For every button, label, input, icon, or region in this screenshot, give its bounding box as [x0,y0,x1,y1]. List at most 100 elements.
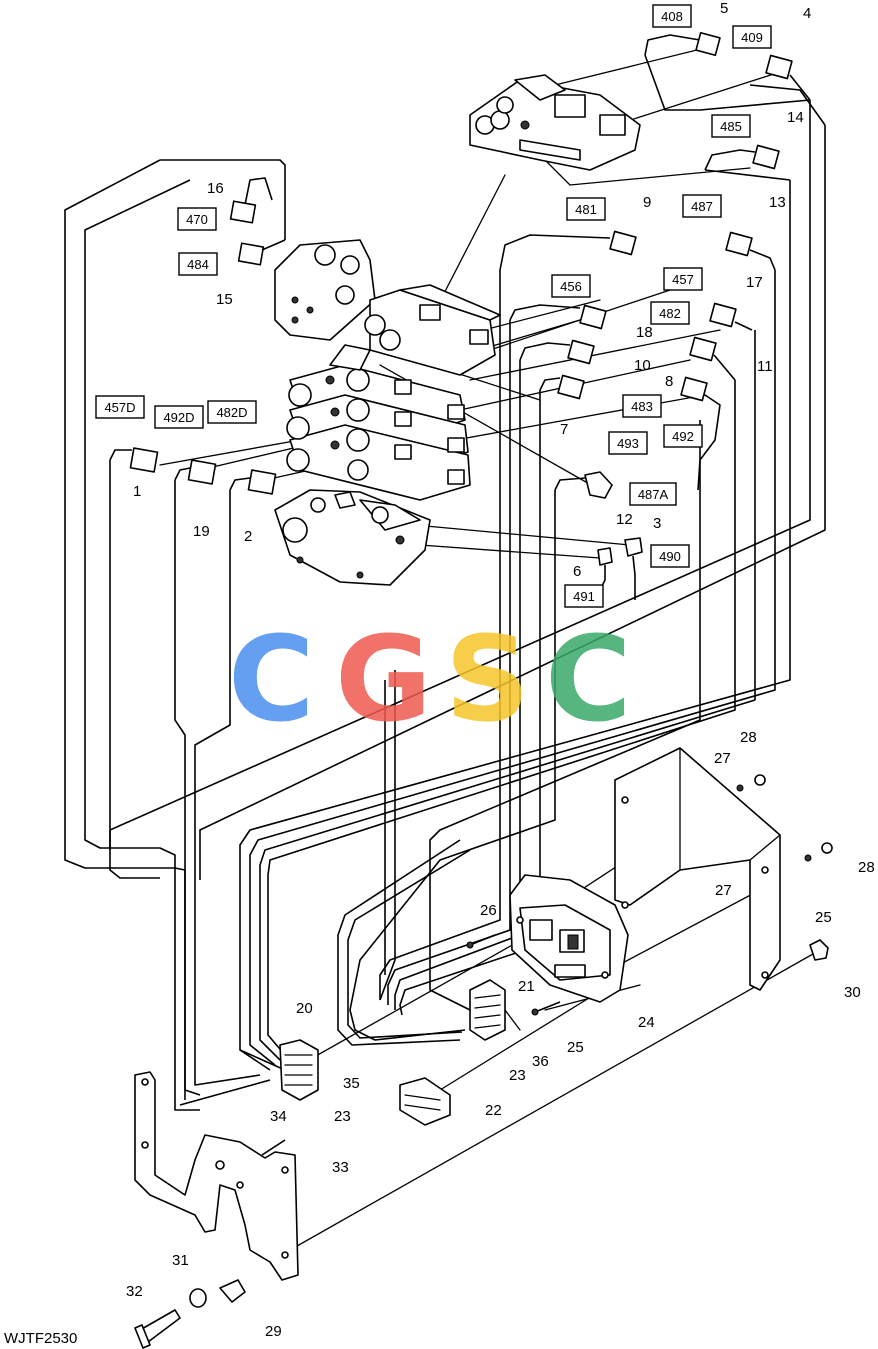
callout-number: 9 [643,194,651,211]
wire-label-frame [207,400,257,424]
callout-number: 4 [803,5,811,22]
wire-label-frame [551,274,591,298]
callout-number: 6 [573,563,581,580]
callout-number: 25 [815,909,832,926]
wire-label-frame [682,194,722,218]
callout-number: 15 [216,291,233,308]
callout-number: 20 [296,1000,313,1017]
callout-number: 34 [270,1108,287,1125]
callout-number: 18 [636,324,653,341]
wire-label-box: 484 [178,252,218,276]
wire-label-text: 487A [638,487,669,502]
wire-label-text: 492 [672,429,694,444]
callout-number: 17 [746,274,763,291]
callout-number: 33 [332,1159,349,1176]
wire-label-text: 482 [659,306,681,321]
wire-label-frame [650,544,690,568]
wire-label-frame [95,395,145,419]
callout-number: 32 [126,1283,143,1300]
wire-label-frame [154,405,204,429]
wire-connectors [109,31,811,600]
callout-number: 1 [133,483,141,500]
wire-label-frame [652,4,692,28]
callout-number: 21 [518,978,535,995]
wire-label-text: 487 [691,199,713,214]
callout-number: 30 [844,984,861,1001]
wire-label-frame [564,584,604,608]
wire-label-text: 490 [659,549,681,564]
wire-label-box: 470 [177,207,217,231]
callout-number: 26 [480,902,497,919]
wire-label-text: 408 [661,9,683,24]
callout-number: 35 [343,1075,360,1092]
wire-label-frame [732,25,772,49]
wire-label-text: 484 [187,257,209,272]
callout-number: 3 [653,515,661,532]
wire-label-box: 457 [663,267,703,291]
callout-number: 2 [244,528,252,545]
wire-label-box: 487 [682,194,722,218]
callout-number: 12 [616,511,633,528]
wire-label-frame [622,394,662,418]
watermark-letter-s: S [445,610,530,748]
cgsc-watermark: C G S C [228,610,632,748]
wire-label-frame [650,301,690,325]
callout-number: 8 [665,373,673,390]
figure-reference-id: WJTF2530 [4,1330,77,1347]
wire-label-box: 490 [650,544,690,568]
wire-label-frame [177,207,217,231]
callout-number: 23 [509,1067,526,1084]
wire-label-box: 485 [711,114,751,138]
wire-label-box: 492 [663,424,703,448]
callout-number: 16 [207,180,224,197]
callout-number: 19 [193,523,210,540]
callout-number: 27 [714,750,731,767]
wire-label-frame [629,482,677,506]
wire-label-box: 456 [551,274,591,298]
callout-number: 7 [560,421,568,438]
wire-label-frame [178,252,218,276]
wire-label-box: 492D [154,405,204,429]
callout-number: 10 [634,357,651,374]
callout-number: 27 [715,882,732,899]
top-valve-block [469,74,641,171]
wire-label-box: 457D [95,395,145,419]
callout-number: 23 [334,1108,351,1125]
wire-label-text: 456 [560,279,582,294]
wire-label-text: 492D [163,410,194,425]
wire-label-text: 481 [575,202,597,217]
wire-label-box: 491 [564,584,604,608]
callout-number: 25 [567,1039,584,1056]
harness-wires [64,54,826,1111]
wire-label-box: 409 [732,25,772,49]
wire-label-text: 482D [216,405,247,420]
callout-number: 5 [720,0,728,17]
callout-number: 28 [858,859,875,876]
callout-number: 24 [638,1014,655,1031]
callout-number: 13 [769,194,786,211]
callout-number: 36 [532,1053,549,1070]
wire-label-text: 491 [573,589,595,604]
wire-label-text: 457D [104,400,135,415]
callout-number: 28 [740,729,757,746]
watermark-letter-c2: C [545,610,632,748]
wire-label-frame [663,424,703,448]
wire-label-box: 482 [650,301,690,325]
wire-label-frame [711,114,751,138]
wire-label-frame [663,267,703,291]
callout-number: 14 [787,109,804,126]
wire-label-box: 483 [622,394,662,418]
wire-label-text: 483 [631,399,653,414]
wire-label-text: 457 [672,272,694,287]
main-valve-stack [274,239,501,586]
wire-label-box: 481 [566,197,606,221]
lower-hardware [134,747,833,1349]
wire-label-frame [608,431,648,455]
callout-number: 29 [265,1323,282,1340]
callout-number: 31 [172,1252,189,1269]
wire-label-box: 487A [629,482,677,506]
watermark-letter-c1: C [228,610,315,748]
